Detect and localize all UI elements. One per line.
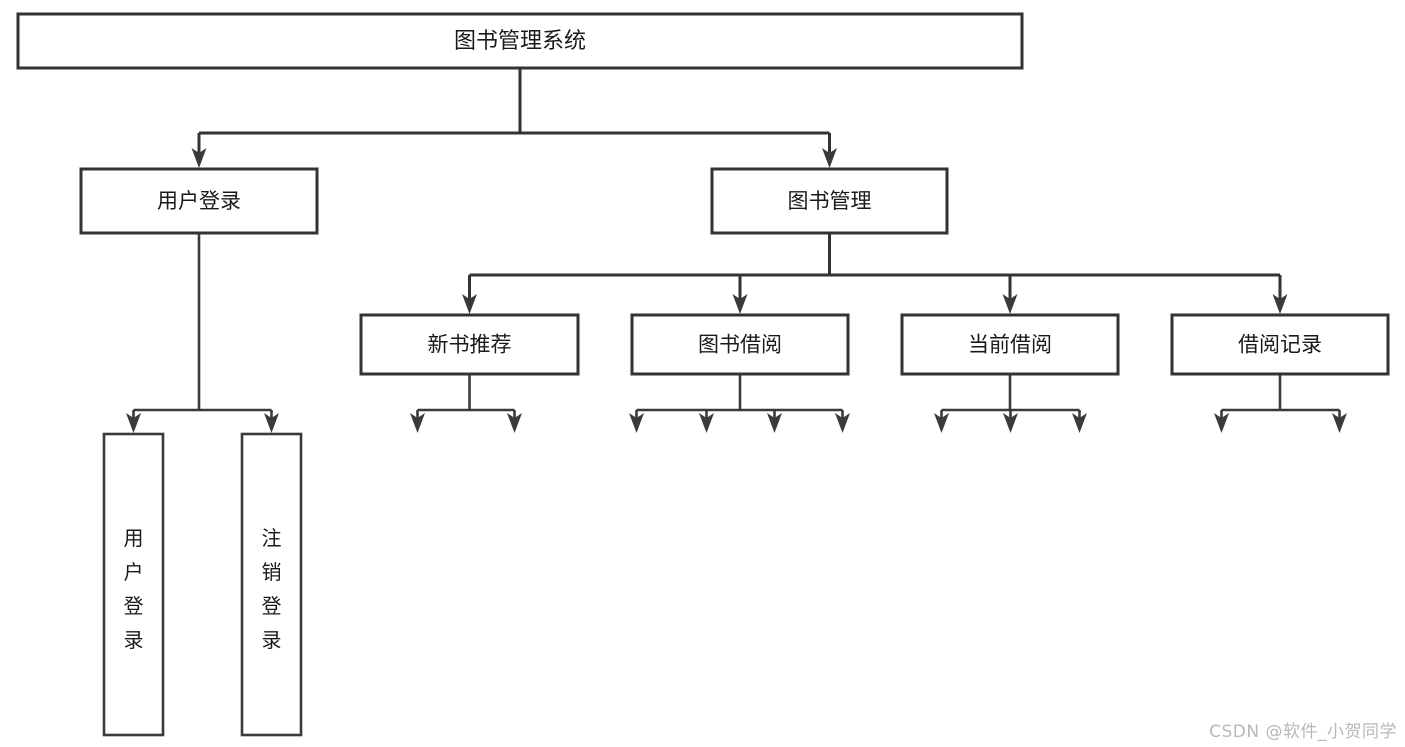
node-leaf-user-login[interactable]: 用户登录 xyxy=(102,432,165,737)
node-label-char: 销 xyxy=(262,560,282,584)
node-label-char: 录 xyxy=(124,628,144,652)
node-box-root[interactable] xyxy=(16,12,1024,70)
connector-edges xyxy=(126,68,1347,433)
arrow-head-icon xyxy=(699,413,714,433)
node-label-book-manage: 图书管理 xyxy=(788,189,872,213)
node-label-user-login: 用户登录 xyxy=(157,189,241,213)
watermark-text: CSDN @软件_小贺同学 xyxy=(1209,722,1397,742)
node-current-borrow[interactable]: 当前借阅 xyxy=(900,313,1120,376)
node-label-char: 登 xyxy=(262,594,282,618)
node-box-book-borrow[interactable] xyxy=(630,313,850,376)
arrow-head-icon xyxy=(191,148,207,168)
arrow-head-icon xyxy=(767,413,782,433)
node-label-char: 录 xyxy=(262,628,282,652)
node-label-current-borrow: 当前借阅 xyxy=(968,333,1052,357)
arrow-head-icon xyxy=(507,413,522,433)
arrow-head-icon xyxy=(264,413,279,433)
arrow-head-icon xyxy=(1272,294,1288,314)
node-label-borrow-record: 借阅记录 xyxy=(1238,333,1322,357)
arrow-head-icon xyxy=(1214,413,1229,433)
node-box-current-borrow[interactable] xyxy=(900,313,1120,376)
node-label-char: 注 xyxy=(262,526,282,550)
diagram-nodes: 图书管理系统用户登录用户登录注销登录图书管理新书推荐图书借阅当前借阅借阅记录 xyxy=(16,12,1390,737)
arrow-head-icon xyxy=(410,413,425,433)
node-user-login[interactable]: 用户登录 xyxy=(79,167,319,235)
arrow-head-icon xyxy=(1332,413,1347,433)
node-new-book-recommend[interactable]: 新书推荐 xyxy=(359,313,580,376)
node-label-char: 用 xyxy=(124,526,144,550)
node-book-manage[interactable]: 图书管理 xyxy=(710,167,949,235)
arrow-head-icon xyxy=(462,294,477,314)
arrow-head-icon xyxy=(822,148,837,168)
node-label-root: 图书管理系统 xyxy=(454,29,586,54)
arrow-head-icon xyxy=(1003,413,1018,433)
node-box-book-manage[interactable] xyxy=(710,167,949,235)
node-box-leaf-logout[interactable] xyxy=(240,432,303,737)
node-box-leaf-user-login[interactable] xyxy=(102,432,165,737)
node-label-book-borrow: 图书借阅 xyxy=(698,333,782,357)
arrow-head-icon xyxy=(629,413,644,433)
arrow-head-icon xyxy=(732,294,748,314)
node-borrow-record[interactable]: 借阅记录 xyxy=(1170,313,1390,376)
node-label-char: 登 xyxy=(124,594,144,618)
node-box-new-book-recommend[interactable] xyxy=(359,313,580,376)
node-box-user-login[interactable] xyxy=(79,167,319,235)
node-book-borrow[interactable]: 图书借阅 xyxy=(630,313,850,376)
node-root[interactable]: 图书管理系统 xyxy=(16,12,1024,70)
arrow-head-icon xyxy=(934,413,949,433)
node-box-borrow-record[interactable] xyxy=(1170,313,1390,376)
arrow-head-icon xyxy=(1002,294,1018,314)
arrow-head-icon xyxy=(835,413,850,433)
node-label-char: 户 xyxy=(124,560,144,584)
arrow-head-icon xyxy=(126,413,141,433)
node-label-new-book-recommend: 新书推荐 xyxy=(428,333,512,357)
arrow-head-icon xyxy=(1072,413,1087,433)
